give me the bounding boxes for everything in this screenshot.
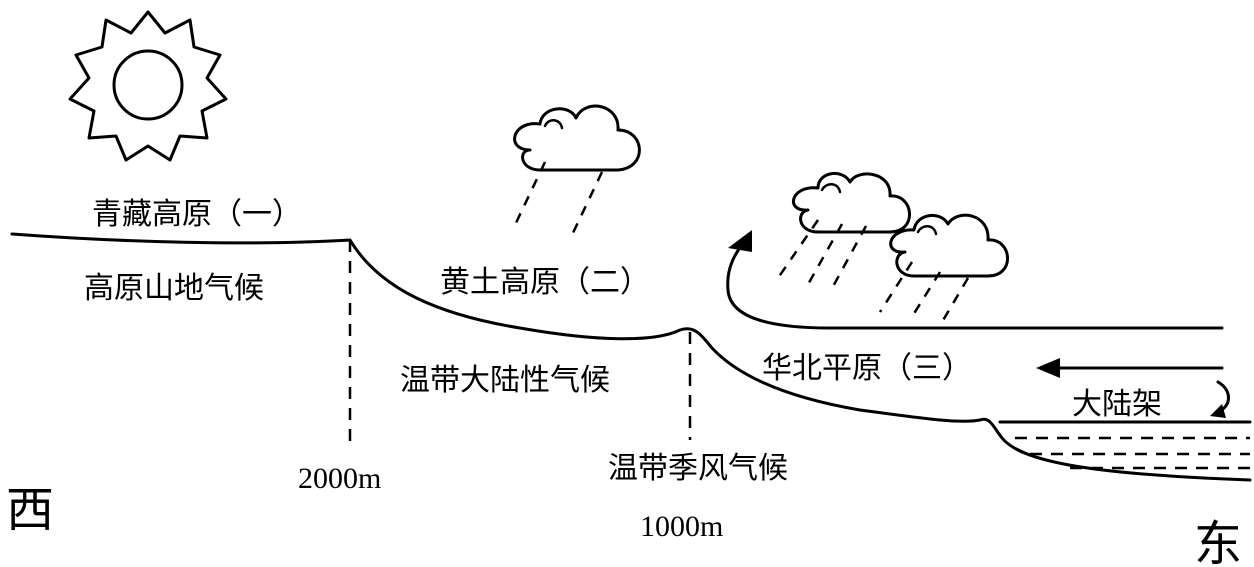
rain-icon (776, 219, 868, 293)
climate-label-loess: 温带大陆性气候 (400, 363, 610, 398)
direction-east: 东 (1194, 516, 1242, 567)
cloud-icon (513, 104, 641, 172)
region-name-north-china: 华北平原（三） (762, 351, 972, 386)
direction-west: 西 (6, 482, 54, 538)
rain-icon (878, 261, 970, 323)
region-name-qinghai-tibet: 青藏高原（一） (92, 197, 302, 232)
monsoon-arrow-icon (726, 230, 1224, 330)
cloud-icon (792, 172, 911, 234)
shelf-label: 大陆架 (1072, 387, 1162, 422)
curved-arrow-icon (1210, 380, 1230, 418)
region-name-loess: 黄土高原（二） (440, 265, 650, 300)
west-arrow-icon (1036, 358, 1224, 378)
elevation-label-2000m: 2000m (298, 462, 381, 495)
elevation-label-1000m: 1000m (640, 510, 723, 543)
climate-label-qinghai-tibet: 高原山地气候 (84, 271, 264, 306)
sun-icon (68, 10, 228, 162)
cloud-icon (889, 213, 1009, 278)
climate-label-monsoon: 温带季风气候 (608, 451, 788, 486)
sea-water (1015, 436, 1250, 470)
rain-icon (513, 161, 604, 236)
